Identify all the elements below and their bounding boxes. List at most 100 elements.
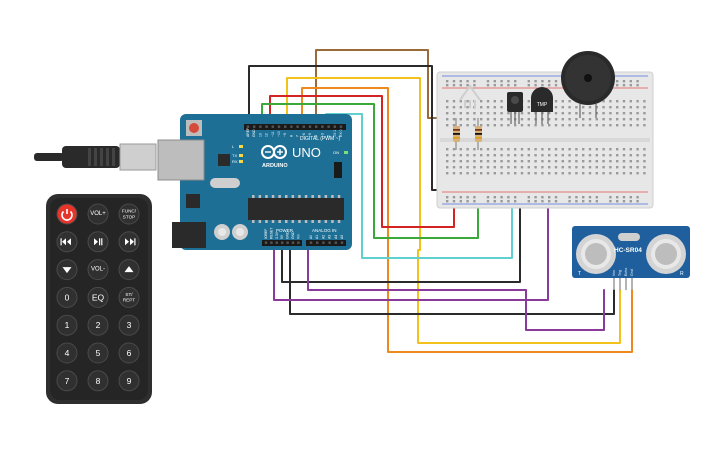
header-pin[interactable] — [328, 241, 331, 244]
header-pin[interactable] — [265, 125, 268, 128]
header-pin[interactable] — [333, 125, 336, 128]
header-pin[interactable] — [290, 125, 293, 128]
breadboard-hole — [527, 84, 530, 87]
remote-button-n5[interactable]: 5 — [87, 342, 109, 364]
remote-button-label: 2 — [96, 320, 101, 330]
breadboard-hole — [486, 84, 490, 87]
wire-black-bottom[interactable] — [289, 243, 615, 315]
header-pin[interactable] — [271, 125, 274, 128]
header-pin[interactable] — [246, 125, 250, 128]
chip-pin — [252, 195, 255, 198]
breadboard-hole — [643, 112, 646, 115]
breadboard-hole — [486, 196, 490, 199]
rx-led — [239, 160, 243, 163]
remote-button-n1[interactable]: 1 — [56, 314, 78, 336]
remote-button-n8[interactable]: 8 — [87, 370, 109, 392]
breadboard-hole — [507, 84, 510, 87]
header-pin[interactable] — [284, 125, 287, 128]
breadboard-hole — [480, 112, 483, 115]
header-pin[interactable] — [264, 241, 268, 244]
breadboard-hole — [527, 100, 530, 103]
header-pin[interactable] — [321, 125, 324, 128]
breadboard-hole — [616, 154, 619, 157]
chip-pin — [331, 220, 334, 223]
wire-green[interactable] — [261, 103, 479, 239]
breadboard-hole — [554, 196, 558, 199]
breadboard-hole — [480, 106, 483, 109]
remote-button-power[interactable] — [56, 203, 78, 225]
header-pin[interactable] — [302, 125, 305, 128]
usb-plug-metal — [119, 143, 157, 171]
breadboard-hole — [609, 118, 612, 121]
remote-button-n3[interactable]: 3 — [118, 314, 140, 336]
header-pin[interactable] — [315, 125, 318, 128]
remote-button-up[interactable] — [118, 259, 140, 281]
breadboard-hole — [568, 124, 571, 127]
breadboard-hole — [595, 160, 598, 163]
chip-pin — [291, 220, 295, 223]
remote-button-n6[interactable]: 6 — [118, 342, 140, 364]
breadboard-hole — [588, 148, 592, 151]
breadboard-hole — [507, 148, 510, 151]
remote-button-st_rept[interactable]: ST/REPT — [118, 286, 140, 308]
breadboard-hole — [473, 118, 476, 121]
header-pin[interactable] — [286, 241, 289, 244]
breadboard-hole — [446, 154, 449, 157]
header-pin[interactable] — [308, 125, 312, 128]
header-pin[interactable] — [253, 125, 256, 128]
breadboard-hole — [595, 124, 598, 127]
remote-button-func_stop[interactable]: FUNC/STOP — [118, 203, 140, 225]
sensor-transducer-right — [646, 234, 686, 274]
breadboard-hole — [616, 80, 619, 83]
header-pin[interactable] — [327, 125, 330, 128]
header-pin[interactable] — [296, 125, 299, 128]
remote-button-down[interactable] — [56, 259, 78, 281]
breadboard-hole — [514, 172, 517, 175]
breadboard-hole — [541, 166, 544, 169]
wire-red[interactable] — [269, 95, 455, 228]
header-pin[interactable] — [339, 125, 343, 128]
remote-button-n4[interactable]: 4 — [56, 342, 78, 364]
wire-purple-2[interactable] — [307, 243, 605, 331]
remote-button-next[interactable] — [118, 231, 140, 253]
breadboard-hole — [622, 118, 626, 121]
header-pin[interactable] — [334, 241, 337, 244]
breadboard-hole — [622, 148, 626, 151]
header-pin[interactable] — [340, 241, 344, 244]
header-pin[interactable] — [259, 125, 262, 128]
breadboard-hole — [636, 160, 639, 163]
header-pin[interactable] — [275, 241, 278, 244]
header-pin[interactable] — [281, 241, 284, 244]
remote-button-n2[interactable]: 2 — [87, 314, 109, 336]
header-pin[interactable] — [316, 241, 319, 244]
remote-button-vol_up[interactable]: VOL+ — [87, 203, 109, 225]
chip-pin — [285, 220, 288, 223]
breadboard-hole — [595, 154, 598, 157]
remote-button-prev[interactable] — [56, 231, 78, 253]
header-pin[interactable] — [297, 241, 300, 244]
header-pin[interactable] — [309, 241, 313, 244]
breadboard-hole — [636, 200, 639, 203]
remote-button-n7[interactable]: 7 — [56, 370, 78, 392]
chip-pin — [331, 195, 334, 198]
remote-button-eq[interactable]: EQ — [87, 286, 109, 308]
breadboard-hole — [554, 106, 558, 109]
wire-orange[interactable] — [301, 87, 633, 353]
remote-button-vol_down[interactable]: VOL- — [87, 259, 109, 281]
breadboard-hole — [616, 172, 619, 175]
breadboard-hole — [514, 80, 517, 83]
header-pin[interactable] — [291, 241, 295, 244]
breadboard-hole — [548, 148, 551, 151]
breadboard-hole — [500, 124, 503, 127]
header-pin[interactable] — [270, 241, 273, 244]
header-pin[interactable] — [322, 241, 325, 244]
remote-button-play_pause[interactable] — [87, 231, 109, 253]
remote-button-n9[interactable]: 9 — [118, 370, 140, 392]
header-pin[interactable] — [277, 125, 281, 128]
reset-button-cap[interactable] — [189, 123, 199, 133]
breadboard-hole — [500, 172, 503, 175]
on-led — [344, 151, 348, 154]
breadboard-hole — [629, 112, 632, 115]
wire-yellow[interactable] — [286, 77, 621, 344]
remote-button-n0[interactable]: 0 — [56, 286, 78, 308]
